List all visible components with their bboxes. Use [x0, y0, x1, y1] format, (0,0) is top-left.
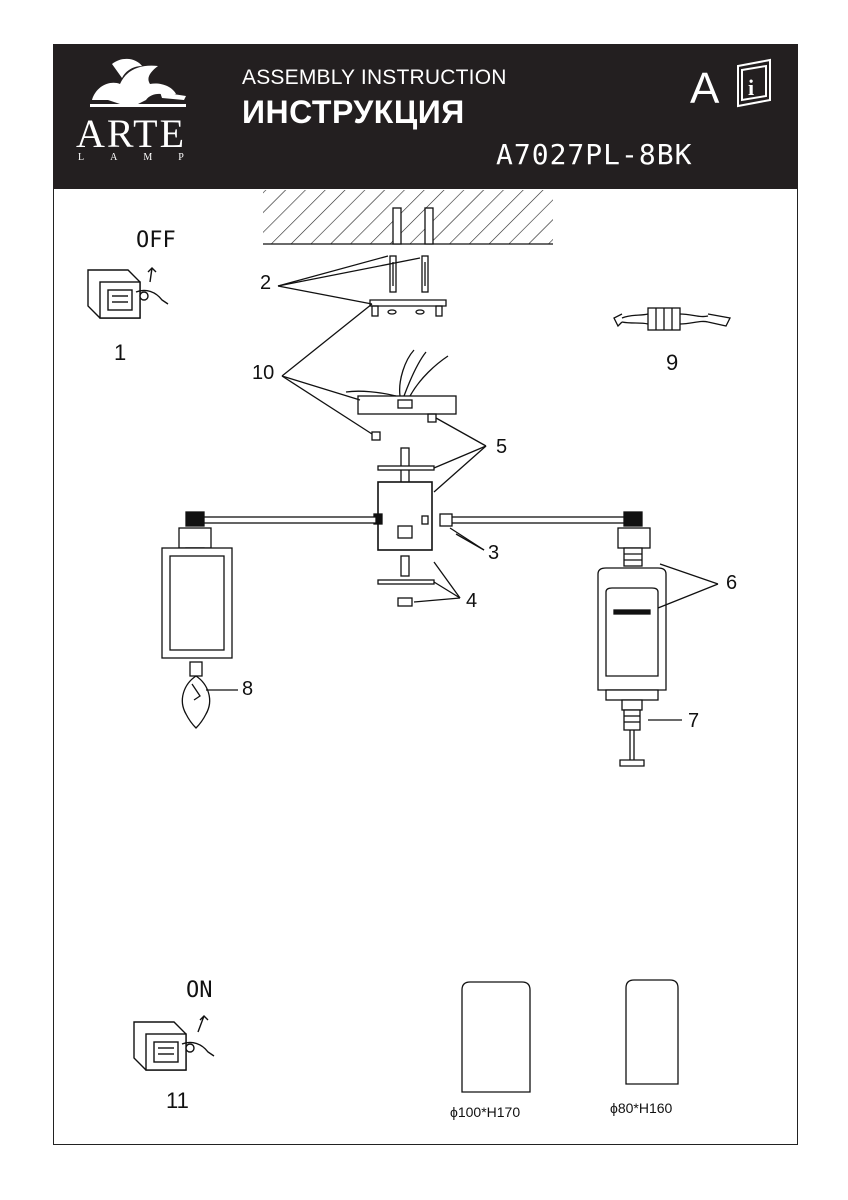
- ceiling-hatch: [263, 190, 553, 244]
- model-number: A7027PL-8BK: [496, 138, 693, 171]
- title-russian: ИНСТРУКЦИЯ: [242, 94, 465, 130]
- logo-wordmark: ARTE: [76, 111, 187, 156]
- step-number-1: 1: [114, 340, 127, 365]
- callout-5: 5: [496, 436, 508, 458]
- callout-6: 6: [726, 572, 738, 594]
- badge-letter: A: [690, 64, 720, 113]
- callout-7: 7: [688, 710, 700, 732]
- header-bar: [53, 44, 798, 189]
- callout-10: 10: [252, 362, 275, 384]
- logo-subtitle: LAMP: [78, 152, 210, 163]
- title-english: ASSEMBLY INSTRUCTION: [242, 66, 507, 89]
- callout-9: 9: [666, 350, 679, 375]
- shade-large-dimension: ϕ100*H170: [450, 1104, 521, 1120]
- callout-8: 8: [242, 678, 254, 700]
- switch-on-label: ON: [186, 978, 213, 1003]
- callout-3: 3: [488, 542, 500, 564]
- step-number-11: 11: [166, 1088, 189, 1113]
- switch-off-label: OFF: [136, 228, 176, 253]
- callout-2: 2: [260, 272, 272, 294]
- callout-4: 4: [466, 590, 478, 612]
- shade-small-dimension: ϕ80*H160: [610, 1100, 673, 1116]
